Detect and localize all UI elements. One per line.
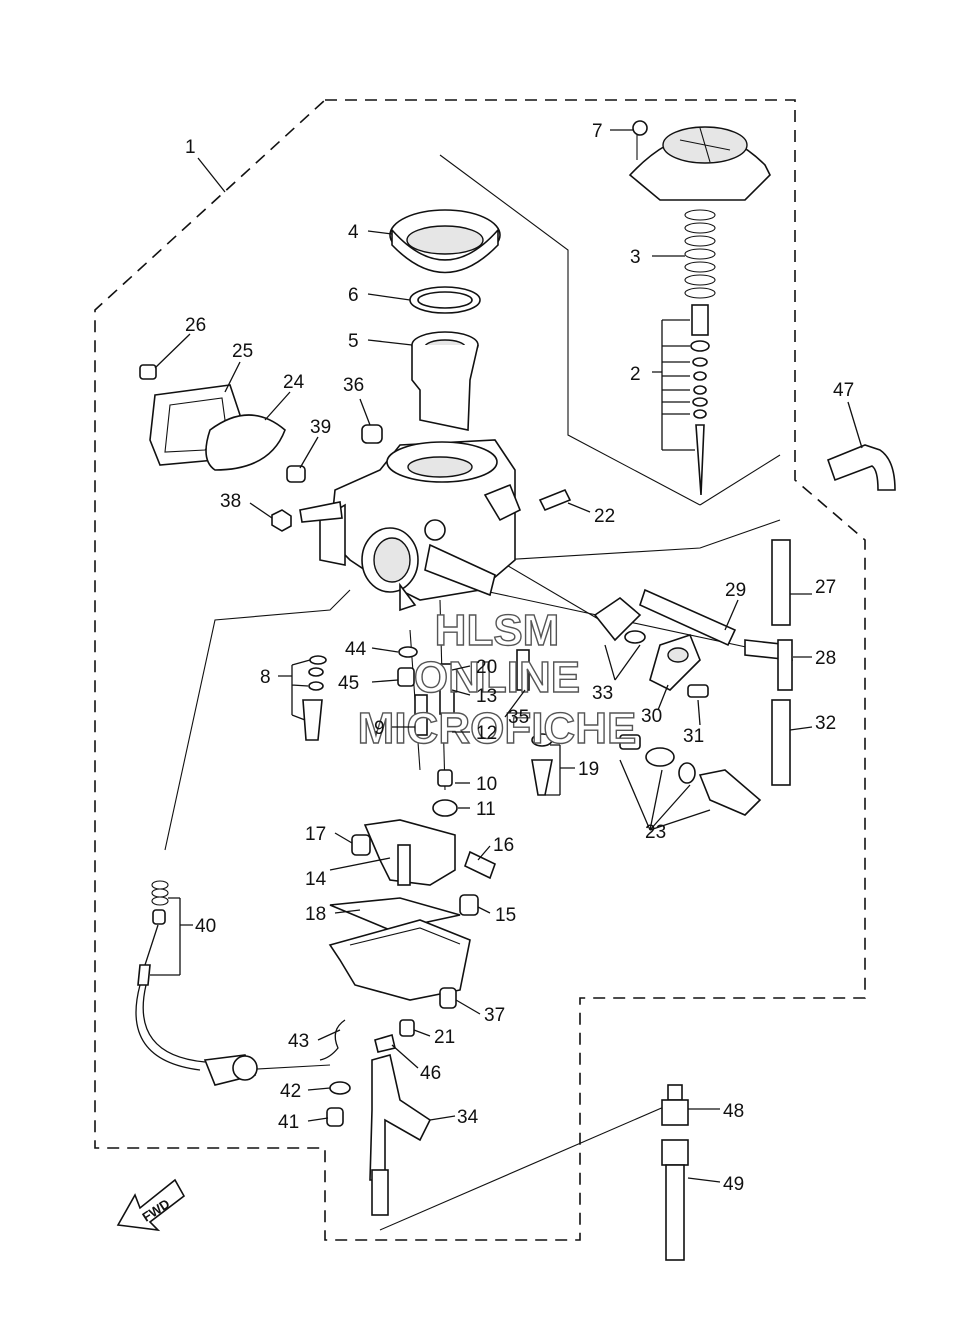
- callout-22: 22: [594, 506, 615, 527]
- callout-20: 20: [476, 657, 497, 678]
- callout-34: 34: [457, 1107, 479, 1128]
- callout-11: 11: [476, 799, 496, 820]
- callout-30: 30: [641, 706, 662, 727]
- callout-23: 23: [645, 822, 666, 843]
- callout-14: 14: [305, 869, 327, 890]
- callout-29: 29: [725, 580, 746, 601]
- callout-18: 18: [305, 904, 326, 925]
- intake-parts: [139, 364, 383, 532]
- callout-19: 19: [578, 759, 599, 780]
- drain-hose-parts: [661, 1084, 689, 1261]
- callout-17: 17: [305, 824, 326, 845]
- float-bowl-parts: [328, 819, 496, 1216]
- callout-28: 28: [815, 648, 836, 669]
- cable-parts: [135, 880, 351, 1127]
- callout-49: 49: [723, 1174, 744, 1195]
- callout-16: 16: [493, 835, 514, 856]
- callout-43: 43: [288, 1031, 309, 1052]
- callout-35: 35: [508, 707, 529, 728]
- watermark-line-2: ONLINE: [414, 653, 580, 702]
- watermark-line-1: HLSM: [435, 606, 560, 655]
- callout-41: 41: [278, 1112, 299, 1133]
- callout-46: 46: [420, 1063, 441, 1084]
- callout-47: 47: [833, 380, 854, 401]
- callout-31: 31: [683, 726, 704, 747]
- callout-10: 10: [476, 774, 497, 795]
- callout-numbers: 1 2 3 4 5 6 7 8 9 10 11 12 13 14 15 16 1…: [185, 121, 854, 1195]
- callout-38: 38: [220, 491, 241, 512]
- callout-26: 26: [185, 315, 206, 336]
- callout-3: 3: [630, 247, 641, 268]
- callout-2: 2: [630, 364, 641, 385]
- callout-45: 45: [338, 673, 359, 694]
- callout-1: 1: [185, 137, 196, 158]
- cap-assembly: [628, 120, 771, 496]
- assembly-boundary: [94, 99, 866, 1241]
- callout-36: 36: [343, 375, 364, 396]
- callout-24: 24: [283, 372, 305, 393]
- watermark-line-3: MICROFICHE: [358, 704, 637, 753]
- jet-parts: [302, 646, 553, 817]
- callout-8: 8: [260, 667, 271, 688]
- callout-32: 32: [815, 713, 836, 734]
- callout-40: 40: [195, 916, 216, 937]
- callout-48: 48: [723, 1101, 744, 1122]
- callout-leaders: [150, 129, 863, 1183]
- callout-7: 7: [592, 121, 603, 142]
- callout-25: 25: [232, 341, 253, 362]
- callout-27: 27: [815, 577, 836, 598]
- callout-15: 15: [495, 905, 516, 926]
- callout-21: 21: [434, 1027, 455, 1048]
- callout-12: 12: [476, 723, 497, 744]
- watermark: HLSM ONLINE MICROFICHE: [357, 605, 637, 753]
- callout-5: 5: [348, 331, 359, 352]
- callout-42: 42: [280, 1081, 301, 1102]
- diaphragm-assembly: [389, 209, 501, 431]
- callout-6: 6: [348, 285, 359, 306]
- vent-hoses: [744, 444, 896, 786]
- callout-37: 37: [484, 1005, 505, 1026]
- callout-4: 4: [348, 222, 359, 243]
- callout-39: 39: [310, 417, 331, 438]
- callout-9: 9: [374, 718, 385, 739]
- carburetor-body: [299, 439, 522, 612]
- forward-direction-arrow: FWD: [116, 1178, 186, 1232]
- right-side-parts: [538, 488, 762, 816]
- callout-44: 44: [345, 639, 367, 660]
- callout-33: 33: [592, 683, 613, 704]
- callout-13: 13: [476, 686, 497, 707]
